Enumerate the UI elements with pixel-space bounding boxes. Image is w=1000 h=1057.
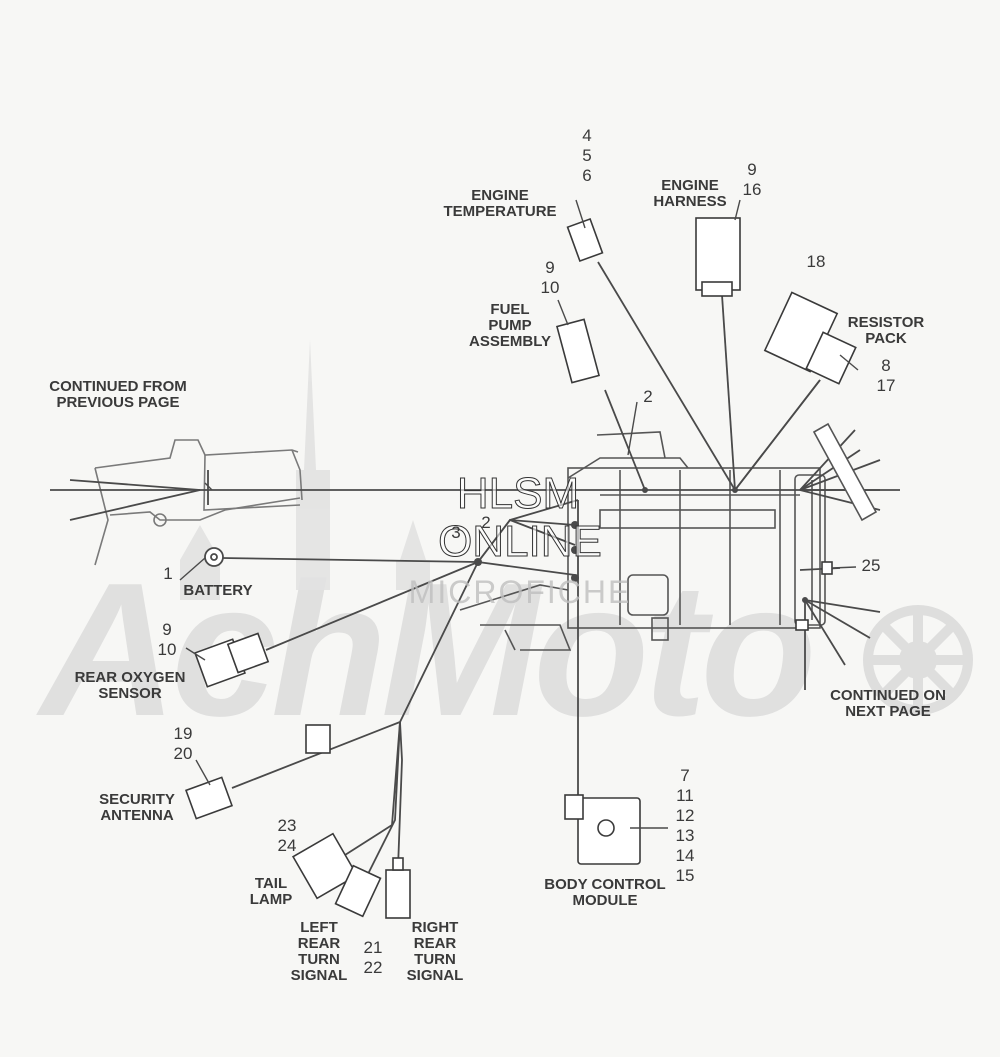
watermark-wheel [863, 605, 973, 715]
callout-engine-temperature: 4 5 6 [582, 126, 592, 185]
battery-terminal [204, 547, 224, 567]
fuse-bar [812, 422, 878, 522]
watermark-hlsm: HLSM [456, 469, 580, 518]
label-rear-oxygen-sensor: REAR OXYGEN SENSOR [74, 669, 186, 702]
callout-battery: 1 [163, 564, 173, 583]
callout-mid-2: 2 [481, 513, 491, 532]
label-battery: BATTERY [183, 582, 253, 599]
connectors [184, 217, 857, 919]
label-right-rear-turn-signal: RIGHT REAR TURN SIGNAL [406, 919, 464, 984]
label-body-control-module: BODY CONTROL MODULE [544, 876, 666, 909]
callout-fuel-pump: 9 10 [540, 258, 560, 297]
callout-resistor-8-17: 8 17 [876, 356, 896, 395]
electrical-tray [459, 431, 826, 651]
watermark-online: ONLINE [438, 517, 603, 566]
callout-25: 25 [861, 556, 881, 575]
callout-security-antenna: 19 20 [173, 724, 193, 763]
left-frame [94, 439, 303, 566]
leader-lines [179, 199, 859, 829]
label-security-antenna: SECURITY ANTENNA [99, 791, 175, 824]
callout-engine-harness: 9 16 [742, 160, 762, 199]
label-engine-harness: ENGINE HARNESS [653, 177, 727, 210]
label-fuel-pump-assembly: FUEL PUMP ASSEMBLY [469, 301, 551, 350]
callout-resistor-18: 18 [806, 252, 826, 271]
watermark-microfiche: MICROFICHE [408, 574, 632, 610]
label-engine-temperature: ENGINE TEMPERATURE [443, 187, 557, 220]
callout-turn-signals: 21 22 [363, 938, 383, 977]
callout-rear-oxygen: 9 10 [157, 620, 177, 659]
label-continued-on: CONTINUED ON NEXT PAGE [830, 687, 946, 720]
label-resistor-pack: RESISTOR PACK [847, 314, 925, 347]
label-left-rear-turn-signal: LEFT REAR TURN SIGNAL [290, 919, 348, 984]
label-tail-lamp: TAIL LAMP [249, 875, 293, 908]
callout-frame-2: 2 [643, 387, 653, 406]
label-continued-from: CONTINUED FROM PREVIOUS PAGE [49, 378, 187, 411]
callout-tail-lamp: 23 24 [277, 816, 297, 855]
callout-body-control: 7 11 12 13 14 15 [675, 766, 695, 885]
callout-mid-3: 3 [451, 523, 461, 542]
